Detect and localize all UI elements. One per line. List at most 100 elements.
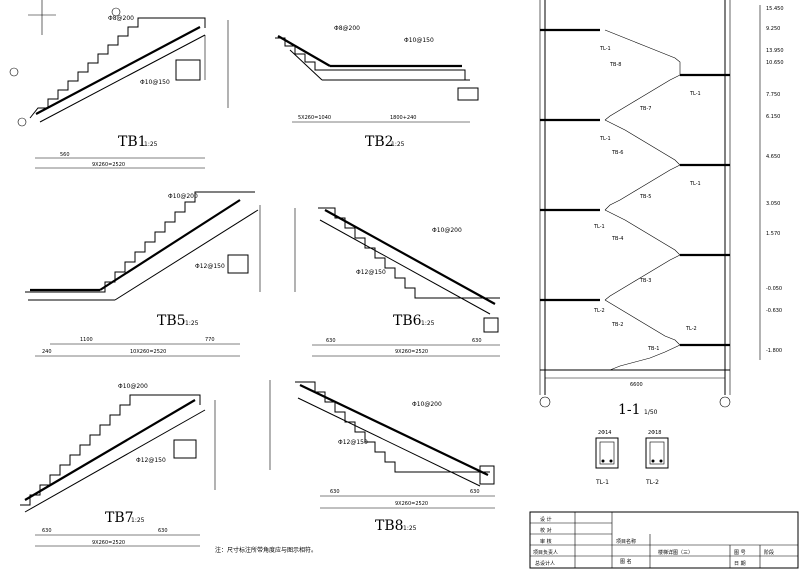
tb5-dim-total: 10X260=2520 [130,349,166,355]
tb7-title: TB7 [105,510,134,526]
flight-label-tb1: TB-1 [647,346,659,352]
detail-tb6: Φ10@200 Φ12@150 630 9X260=2520 630 TB6 1… [294,207,500,357]
beam-label-1: TL-1 [599,46,611,52]
general-note: 注：尺寸标注所带角度应与图示相符。 [215,546,317,554]
tb8-rebar-label: Φ10@200 [412,401,442,408]
elevation-9: -0.050 [766,286,782,292]
tb5-dim-1100: 1100 [80,337,93,343]
detail-tb1: Φ8@200 Φ10@150 560 9X260=2520 TB1 1:25 [9,7,206,169]
elevation-1: 13.950 [766,48,784,54]
tb6-scale: 1:25 [421,320,435,327]
tb1-rebar-label: Φ8@200 [108,15,134,22]
beam-label-7: TL-2 [685,326,697,332]
section-1-1: TB-8 TB-7 TB-6 TB-5 TB-4 TB-3 TB-2 TB-1 … [539,0,784,418]
elevation-4: 7.750 [766,92,780,98]
detail-tb2: Φ8@200 Φ10@150 5X260=1040 1800+240 TB2 1… [227,20,479,150]
section-title: 1-1 [618,402,641,418]
tb5-title: TB5 [157,313,186,329]
tl1-rebar-label: 2Φ14 [598,430,611,436]
tb5-dim-240: 240 [42,349,52,355]
title-block: 设 计 校 对 审 核 项目负责人 总设计人 项目名称 图 名 楼梯详图（三） … [529,511,799,569]
tb1-main-rebar-label: Φ10@150 [140,79,170,86]
beam-label-3: TL-1 [599,136,611,142]
tb2-rebar-label: Φ8@200 [334,25,360,32]
tl2-rebar-label: 2Φ18 [648,430,661,436]
elevation-2: 10.650 [766,60,784,66]
elevation-10: -0.630 [766,308,782,314]
tb8-title: TB8 [375,518,404,534]
tb8-main-rebar-label: Φ12@150 [338,439,368,446]
tb7-main-rebar-label: Φ12@150 [136,457,166,464]
tb6-dim-630a: 630 [326,338,336,344]
tb-date-label: 日 期 [734,561,746,567]
tb-row-design: 设 计 [540,516,552,523]
flight-label-tb5: TB-5 [639,194,651,200]
tb-row-review: 审 核 [540,538,552,545]
tb-row-pm: 项目负责人 [533,549,558,556]
elevation-11: -1.800 [766,348,782,354]
tb6-dim-630b: 630 [472,338,482,344]
beam-label-5: TL-1 [593,224,605,230]
flight-label-tb8: TB-8 [609,62,621,68]
tb2-title: TB2 [365,134,394,150]
tb7-dim-630a: 630 [42,528,52,534]
tb-drawing-name: 楼梯详图（三） [658,549,693,556]
tb2-dim-flight: 5X260=1040 [298,115,331,121]
tb6-title: TB6 [393,313,422,329]
beam-label-2: TL-1 [689,91,701,97]
section-scale: 1/50 [644,409,658,416]
tb6-dim-total: 9X260=2520 [395,349,428,355]
detail-tb5: Φ10@200 Φ12@150 1100 240 10X260=2520 770… [25,191,261,357]
tb8-scale: 1:25 [403,525,417,532]
flight-label-tb3: TB-3 [639,278,651,284]
flight-label-tb7: TB-7 [639,106,651,112]
tb-row-check: 校 对 [540,527,552,534]
tl2-title: TL-2 [645,479,659,486]
tb-project-label: 项目名称 [616,538,636,545]
elevation-7: 3.050 [766,201,780,207]
tb-drawing-label: 图 名 [620,558,632,565]
grid-axis-right [719,396,731,408]
elevation-8: 1.570 [766,231,780,237]
flight-label-tb4: TB-4 [611,236,623,242]
tb5-scale: 1:25 [185,320,199,327]
tb5-dim-770: 770 [205,337,215,343]
tb1-scale: 1:25 [144,141,158,148]
tb-number-label: 图 号 [734,550,746,556]
tb5-rebar-label: Φ10@200 [168,193,198,200]
flight-label-tb2: TB-2 [611,322,623,328]
section-base-dim: 6600 [630,382,643,388]
beam-label-4: TL-1 [689,181,701,187]
beam-section-tl2: 2Φ18 TL-2 [645,430,669,486]
tb6-main-rebar-label: Φ12@150 [356,269,386,276]
elevation-3: 9.250 [766,26,780,32]
tb1-dim-total: 9X260=2520 [92,162,125,168]
tb-row-chief: 总设计人 [535,560,555,567]
tb8-dim-total: 9X260=2520 [395,501,428,507]
tb5-main-rebar-label: Φ12@150 [195,263,225,270]
tb7-rebar-label: Φ10@200 [118,383,148,390]
elevation-6: 4.650 [766,154,780,160]
grid-axis-left [539,396,551,408]
tb-stage-label: 阶段 [764,549,774,556]
tb2-main-rebar-label: Φ10@150 [404,37,434,44]
beam-section-tl1: 2Φ14 TL-1 [595,430,619,486]
tb1-title: TB1 [118,134,147,150]
tb2-dim-landing: 1800+240 [390,115,416,121]
tb2-scale: 1:25 [391,141,405,148]
detail-tb8: Φ10@200 Φ12@150 630 9X260=2520 630 TB8 1… [269,380,495,534]
beam-label-6: TL-2 [593,308,605,314]
elevation-5: 6.150 [766,114,780,120]
crosshair-mark [28,0,56,35]
tl1-title: TL-1 [595,479,609,486]
tb6-rebar-label: Φ10@200 [432,227,462,234]
tb7-dim-total: 9X260=2520 [92,540,125,546]
tb1-dim-560: 560 [60,152,70,158]
tb7-scale: 1:25 [131,517,145,524]
tb7-dim-630b: 630 [158,528,168,534]
flight-label-tb6: TB-6 [611,150,623,156]
tb8-dim-630b: 630 [470,489,480,495]
tb8-dim-630a: 630 [330,489,340,495]
elevation-0: 15.450 [766,6,784,12]
